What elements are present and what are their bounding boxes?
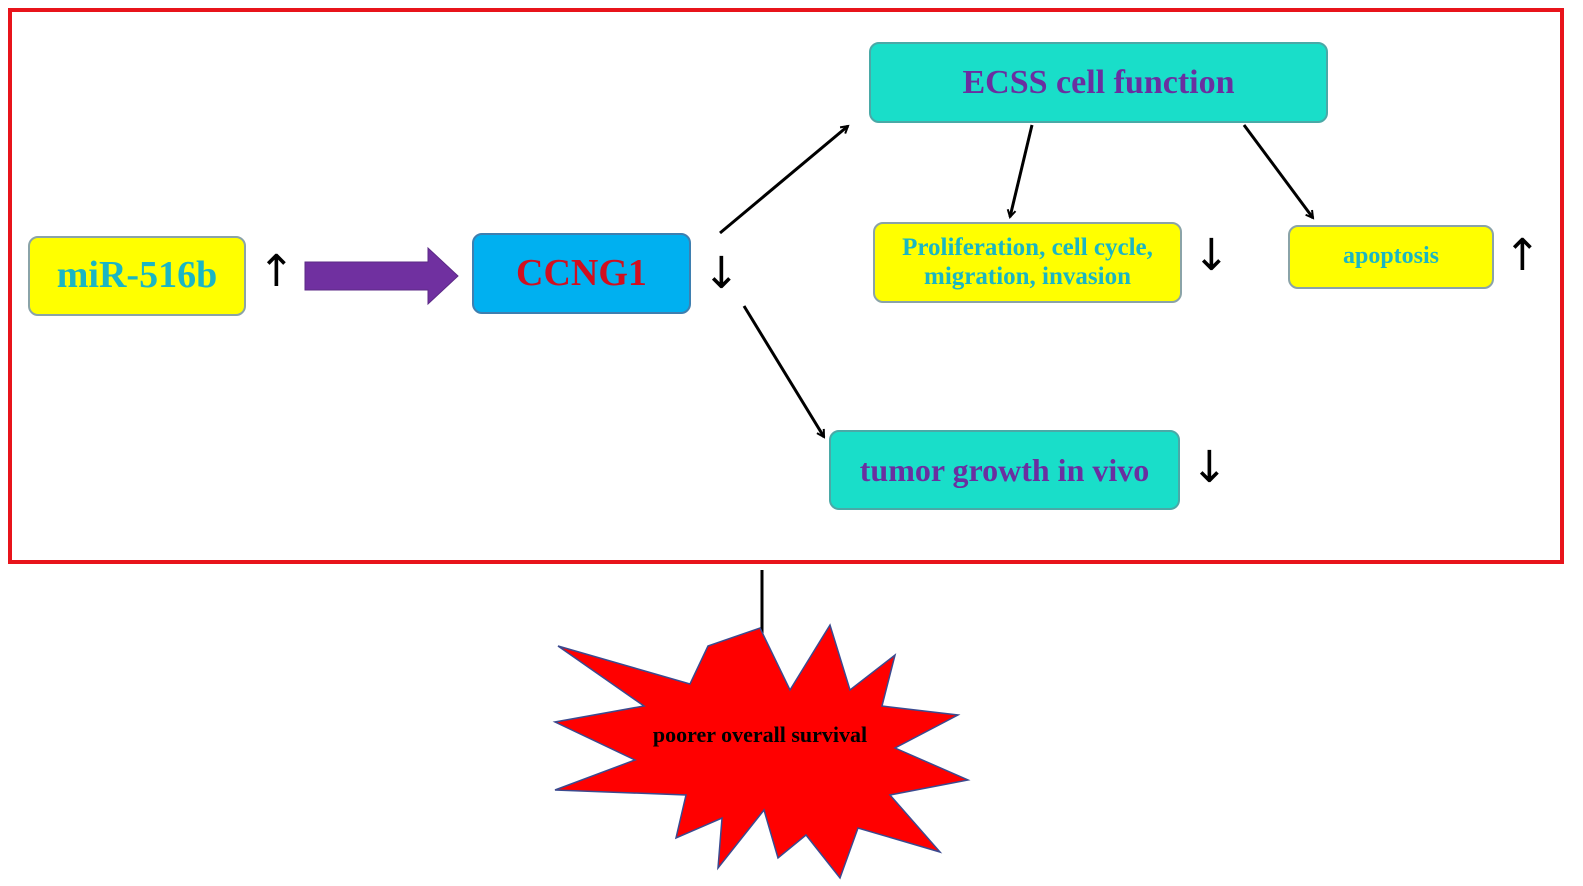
mir-516b-node: miR-516b bbox=[28, 236, 246, 316]
mir-upregulation-indicator: ↑ bbox=[258, 246, 295, 297]
ccng1-node: CCNG1 bbox=[472, 233, 691, 314]
ccng1-downregulation-indicator: ↓ bbox=[703, 248, 740, 299]
proliferation-node: Proliferation, cell cycle, migration, in… bbox=[873, 222, 1182, 303]
ecss-cell-function-node: ECSS cell function bbox=[869, 42, 1328, 123]
tumor-growth-node: tumor growth in vivo bbox=[829, 430, 1180, 510]
arrow-ccng1-to-tumor bbox=[742, 305, 826, 437]
outcome-label: poorer overall survival bbox=[652, 722, 868, 747]
pathway-frame bbox=[8, 8, 1564, 564]
proliferation-label-line2: migration, invasion bbox=[924, 262, 1131, 290]
arrow-ecss-to-apoptosis bbox=[1242, 124, 1315, 218]
proliferation-downregulation-indicator: ↓ bbox=[1193, 230, 1230, 281]
mir-516b-label: miR-516b bbox=[56, 254, 218, 297]
outcome-starburst bbox=[552, 623, 971, 880]
arrow-ccng1-to-ecss bbox=[719, 126, 848, 235]
apoptosis-label: apoptosis bbox=[1342, 243, 1440, 270]
tumor-growth-downregulation-indicator: ↓ bbox=[1191, 442, 1228, 493]
apoptosis-node: apoptosis bbox=[1288, 225, 1494, 289]
ccng1-label: CCNG1 bbox=[516, 251, 647, 294]
tumor-growth-label: tumor growth in vivo bbox=[859, 451, 1150, 488]
ecss-cell-function-label: ECSS cell function bbox=[962, 63, 1235, 101]
apoptosis-upregulation-indicator: ↑ bbox=[1504, 230, 1541, 281]
activation-arrow bbox=[304, 246, 459, 306]
proliferation-label-line1: Proliferation, cell cycle, bbox=[902, 233, 1153, 261]
arrow-ecss-to-proliferation bbox=[1010, 124, 1034, 217]
